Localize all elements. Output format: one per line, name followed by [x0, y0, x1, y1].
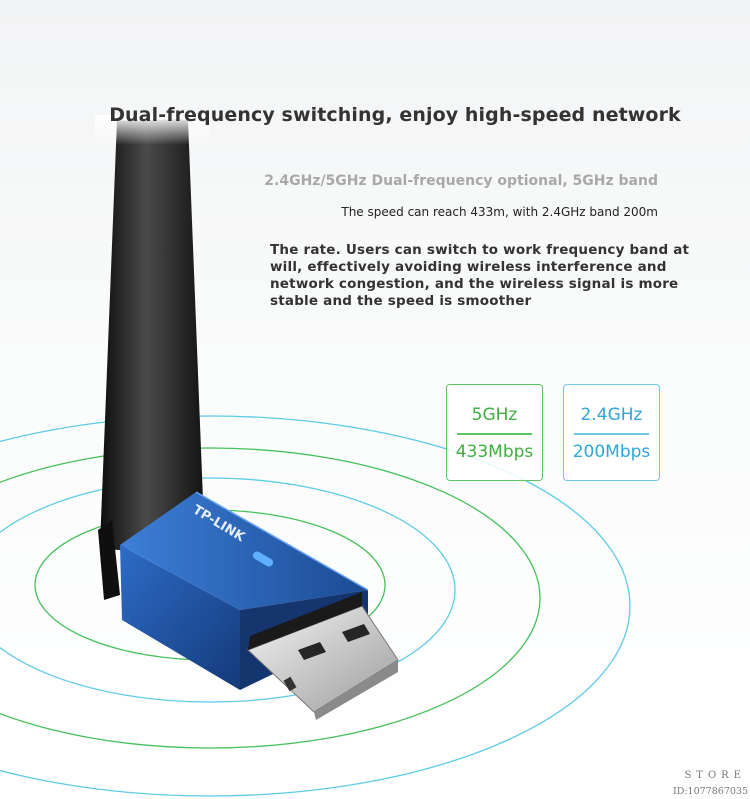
- band-frequency: 2.4GHz: [580, 405, 643, 425]
- store-watermark: STORE: [684, 770, 746, 781]
- signal-ring: [0, 415, 631, 797]
- band-rate: 200Mbps: [572, 442, 651, 462]
- band-divider: [574, 433, 649, 435]
- antenna: [95, 115, 210, 600]
- signal-ring: [0, 447, 541, 749]
- band-divider: [457, 433, 532, 435]
- subheading-speeds: The speed can reach 433m, with 2.4GHz ba…: [341, 205, 658, 219]
- led-indicator: [252, 551, 274, 567]
- subheading-bands: 2.4GHz/5GHz Dual-frequency optional, 5GH…: [264, 173, 658, 189]
- signal-ring: [0, 477, 456, 703]
- band-card-5ghz: 5GHz 433Mbps: [446, 384, 543, 481]
- store-id: ID:1077867035: [672, 786, 748, 797]
- usb-connector: [247, 592, 399, 720]
- band-card-2-4ghz: 2.4GHz 200Mbps: [563, 384, 660, 481]
- headline: Dual-frequency switching, enjoy high-spe…: [109, 104, 681, 126]
- band-frequency: 5GHz: [471, 405, 518, 425]
- description: The rate. Users can switch to work frequ…: [270, 242, 690, 309]
- band-rate: 433Mbps: [455, 442, 534, 462]
